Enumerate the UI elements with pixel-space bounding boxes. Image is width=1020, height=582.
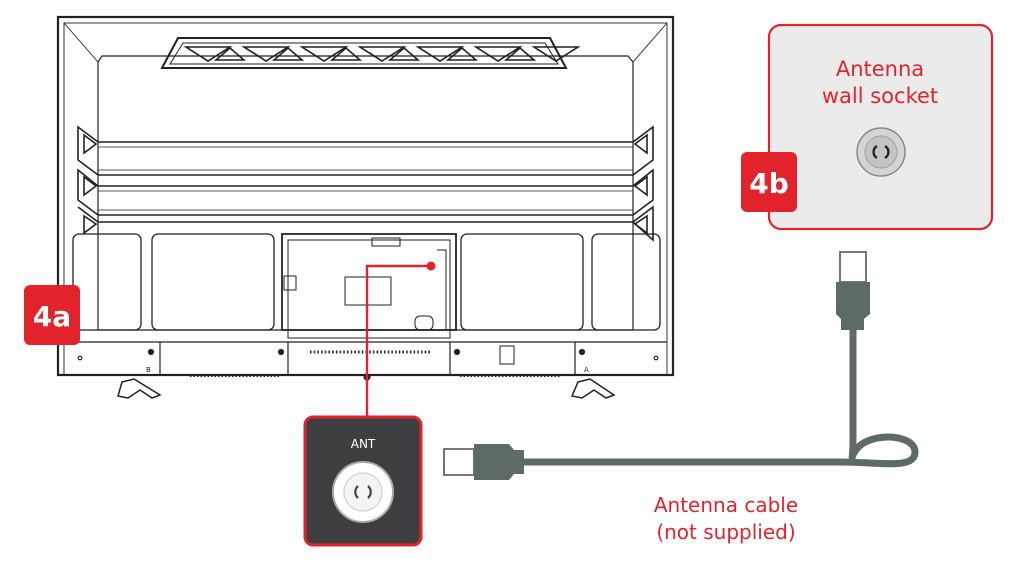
vent-slot — [299, 46, 349, 62]
ant-panel-label: ANT — [351, 437, 376, 451]
wall-socket-panel: Antenna wall socket — [767, 23, 994, 231]
badge-4a-label: 4a — [33, 300, 71, 333]
tv-feet — [117, 378, 616, 399]
cable-label-line2: (not supplied) — [656, 520, 795, 544]
vent-slot — [213, 46, 247, 61]
foot-marking-right: A — [584, 366, 589, 374]
vent-slot — [183, 46, 233, 62]
tv-outer-frame — [56, 15, 675, 377]
top-vent — [160, 37, 568, 69]
antenna-cable — [443, 251, 919, 480]
vent-slot — [241, 46, 291, 62]
ant-port-highlight — [365, 261, 436, 418]
ant-panel: ANT — [303, 415, 423, 547]
badge-4b-label: 4b — [749, 167, 789, 200]
vent-slot — [445, 46, 479, 61]
foot-marking-left: B — [146, 366, 151, 374]
bottom-bezel — [64, 341, 667, 381]
wall-socket-title-line1: Antenna — [836, 57, 924, 81]
step-badge-4b: 4b — [741, 152, 797, 212]
vent-slot — [415, 46, 465, 62]
vent-slot — [531, 46, 581, 62]
wall-socket-title-line2: wall socket — [822, 84, 938, 108]
vent-slot — [329, 46, 363, 61]
vent-slot — [357, 46, 407, 62]
tv-back-illustration: B A — [56, 15, 675, 399]
ant-port-marker — [426, 261, 436, 271]
vent-slot — [271, 46, 305, 61]
lower-compartments — [72, 233, 661, 354]
vent-slot — [503, 46, 537, 61]
cable-plug-upper — [836, 251, 870, 330]
callout-line — [365, 264, 432, 418]
wall-socket-icon — [856, 127, 906, 177]
cable-label-line1: Antenna cable — [654, 493, 798, 517]
step-badge-4a: 4a — [24, 285, 80, 345]
ant-connector-icon — [332, 461, 394, 523]
vent-slot — [473, 46, 523, 62]
vent-slot — [387, 46, 421, 61]
cable-plug-left — [443, 444, 524, 480]
rear-ribs — [77, 125, 654, 242]
